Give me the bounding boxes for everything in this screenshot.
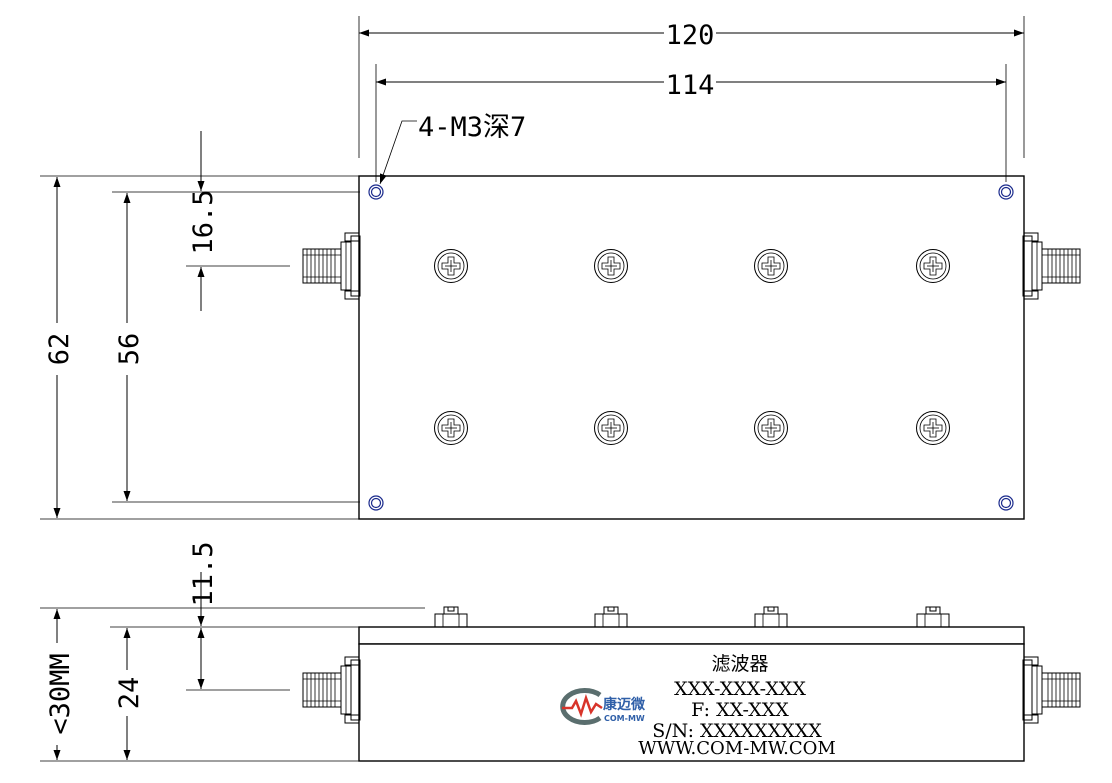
dim-offset-top: 16.5	[188, 189, 219, 254]
mounting-holes	[368, 184, 1014, 511]
logo-brand-en: COM-MW	[604, 714, 645, 723]
top-view: 120 114 4-M3深7 62 56 16.5	[40, 16, 1081, 520]
product-name: 滤波器	[711, 653, 768, 675]
mounting-hole-callout: 4-M3深7	[418, 112, 526, 143]
product-website: WWW.COM-MW.COM	[638, 738, 836, 759]
sma-connector-left-side-icon	[302, 656, 361, 724]
filter-body-top	[358, 175, 1025, 520]
sma-connector-left-icon	[302, 232, 361, 300]
tuning-screw-side-icon	[916, 606, 950, 628]
company-logo: 康迈微 COM-MW	[560, 688, 646, 725]
dim-hole-spacing: 114	[666, 70, 715, 101]
product-label: 滤波器 XXX-XXX-XXX F: XX-XXX S/N: XXXXXXXXX…	[638, 653, 836, 759]
logo-wave-icon	[562, 694, 603, 718]
logo-brand-cn: 康迈微	[603, 696, 646, 713]
filter-body-side	[358, 643, 1025, 762]
filter-lid	[358, 626, 1025, 645]
side-view: <30MM 24 11.5 滤波器 XXX-XXX-XXX F: XX-XXX …	[40, 541, 1081, 762]
sma-connector-right-icon	[1022, 232, 1081, 300]
dim-max-thickness: <30MM	[45, 653, 76, 734]
dim-height-inner: 56	[114, 333, 145, 366]
dim-height-overall: 62	[44, 333, 75, 366]
product-frequency: F: XX-XXX	[691, 699, 789, 721]
dim-overall-length: 120	[666, 20, 715, 51]
tuning-screw-side-icon	[754, 606, 788, 628]
product-model: XXX-XXX-XXX	[674, 678, 806, 700]
tuning-screw-side-icon	[434, 606, 468, 628]
dim-cover-step: 11.5	[188, 541, 219, 606]
logo-ring-icon	[560, 688, 602, 725]
dim-body-thickness: 24	[114, 677, 145, 710]
sma-connector-right-side-icon	[1022, 656, 1081, 724]
tuning-screw-side-icon	[594, 606, 628, 628]
product-serial: S/N: XXXXXXXXX	[652, 720, 822, 742]
